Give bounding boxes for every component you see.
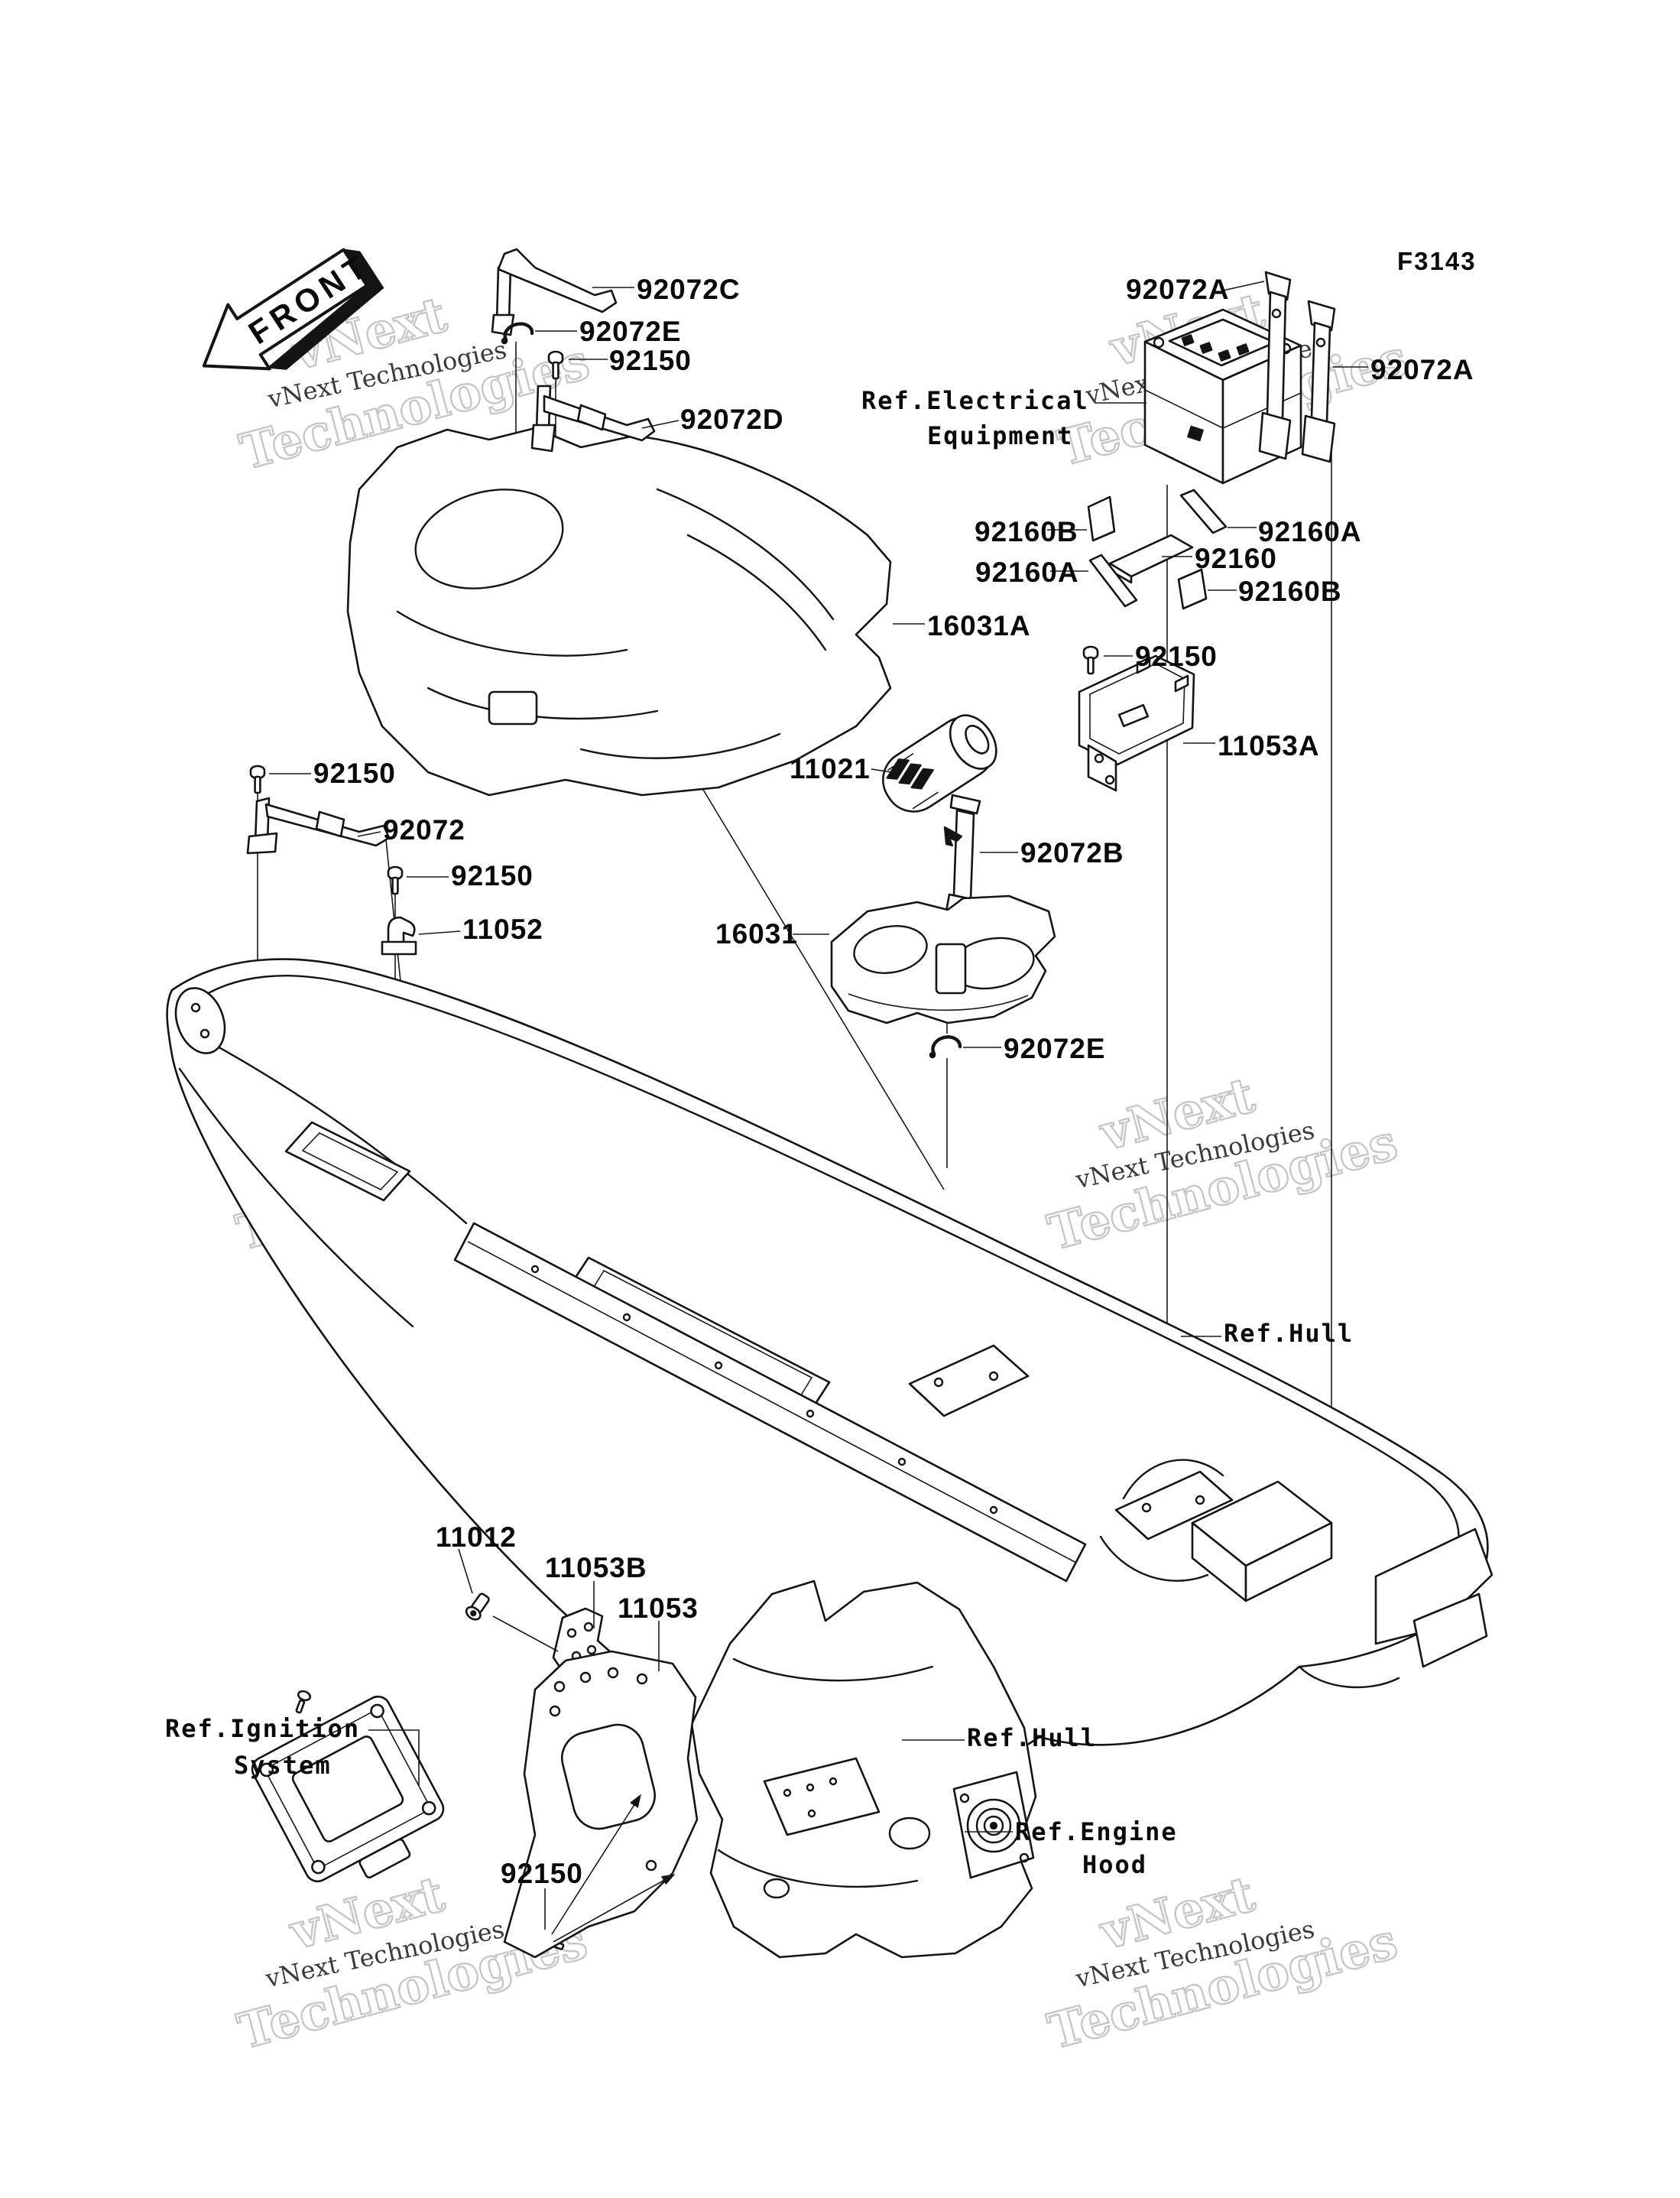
battery-strap-92072a-right (1301, 300, 1336, 463)
bracket-11053 (503, 1650, 699, 1959)
callout-92150-left: 92150 (313, 758, 396, 789)
callout-92160a-right: 92160A (1258, 516, 1362, 547)
strap-92072d (530, 385, 656, 453)
callout-92160a-left: 92160A (975, 557, 1079, 588)
callout-11052: 11052 (462, 914, 543, 945)
ecu-ignition-box (251, 1695, 445, 1883)
ref-engine-line1: Ref.Engine (1015, 1817, 1178, 1846)
callout-11021: 11021 (790, 753, 871, 784)
callout-11053b: 11053B (545, 1552, 647, 1583)
callout-92160: 92160 (1195, 543, 1277, 574)
watermark-mid-right: vNext Technologies vNext Technologies (1042, 1066, 1404, 1263)
bolt-92150-left (249, 765, 266, 794)
callout-16031a: 16031A (927, 610, 1031, 641)
hull-section-bottom (690, 1580, 1037, 1959)
callout-92150-bottom: 92150 (501, 1858, 583, 1889)
ring-clip-92072e-top (501, 322, 534, 345)
bolt-92150-tray (1082, 645, 1099, 675)
battery-tray-11053a (1078, 654, 1195, 792)
callout-92072: 92072 (383, 814, 465, 846)
callout-11053a: 11053A (1218, 730, 1320, 761)
callout-92160b-right: 92160B (1238, 576, 1342, 607)
hook-11052 (381, 916, 417, 956)
ref-electrical-line2: Equipment (927, 421, 1074, 450)
callout-92160b-left: 92160B (975, 516, 1078, 547)
callout-11053: 11053 (618, 1592, 699, 1624)
callout-92150-tray: 92150 (1135, 641, 1218, 672)
callout-92150-top: 92150 (609, 345, 692, 376)
canister-11021 (882, 714, 997, 813)
callout-92072e-mid: 92072E (1004, 1033, 1106, 1064)
callout-92072c: 92072C (637, 274, 741, 305)
hull-drawing (166, 958, 1494, 1791)
callout-11012: 11012 (436, 1521, 517, 1553)
ref-ignition-line2: System (234, 1751, 332, 1780)
callout-92072b: 92072B (1020, 837, 1124, 868)
engine-hood-latch (952, 1771, 1035, 1879)
watermark-bottom-right: vNext Technologies vNext Technologies (1042, 1865, 1404, 2062)
callout-92072e-top: 92072E (579, 316, 682, 347)
ref-electrical-line1: Ref.Electrical (861, 386, 1089, 415)
leader-lines (269, 281, 1368, 1943)
callout-92150-left2: 92150 (451, 860, 534, 891)
bolt-ecu (295, 1690, 312, 1714)
ring-clip-92072e-mid (929, 1035, 962, 1059)
bolt-92150-left2 (387, 865, 404, 895)
deck-tray-16031a (346, 427, 892, 797)
strap-92072 (246, 797, 391, 855)
battery-strap-92072a-left (1258, 271, 1292, 460)
fitting-11012 (465, 1592, 490, 1621)
callout-16031: 16031 (715, 918, 798, 950)
callout-92072a-top: 92072A (1126, 274, 1230, 305)
ref-hull-right: Ref.Hull (1224, 1319, 1354, 1348)
figure-code: F3143 (1397, 247, 1477, 275)
ref-ignition-line1: Ref.Ignition (165, 1714, 361, 1743)
callout-92072a-right: 92072A (1370, 354, 1474, 385)
holder-16031 (830, 894, 1056, 1024)
damper-pads-92160 (1087, 489, 1228, 610)
ref-engine-line2: Hood (1082, 1850, 1148, 1879)
callout-92072d: 92072D (680, 404, 784, 435)
ref-hull-bottom: Ref.Hull (967, 1723, 1098, 1752)
bolt-92150-top (547, 350, 564, 380)
